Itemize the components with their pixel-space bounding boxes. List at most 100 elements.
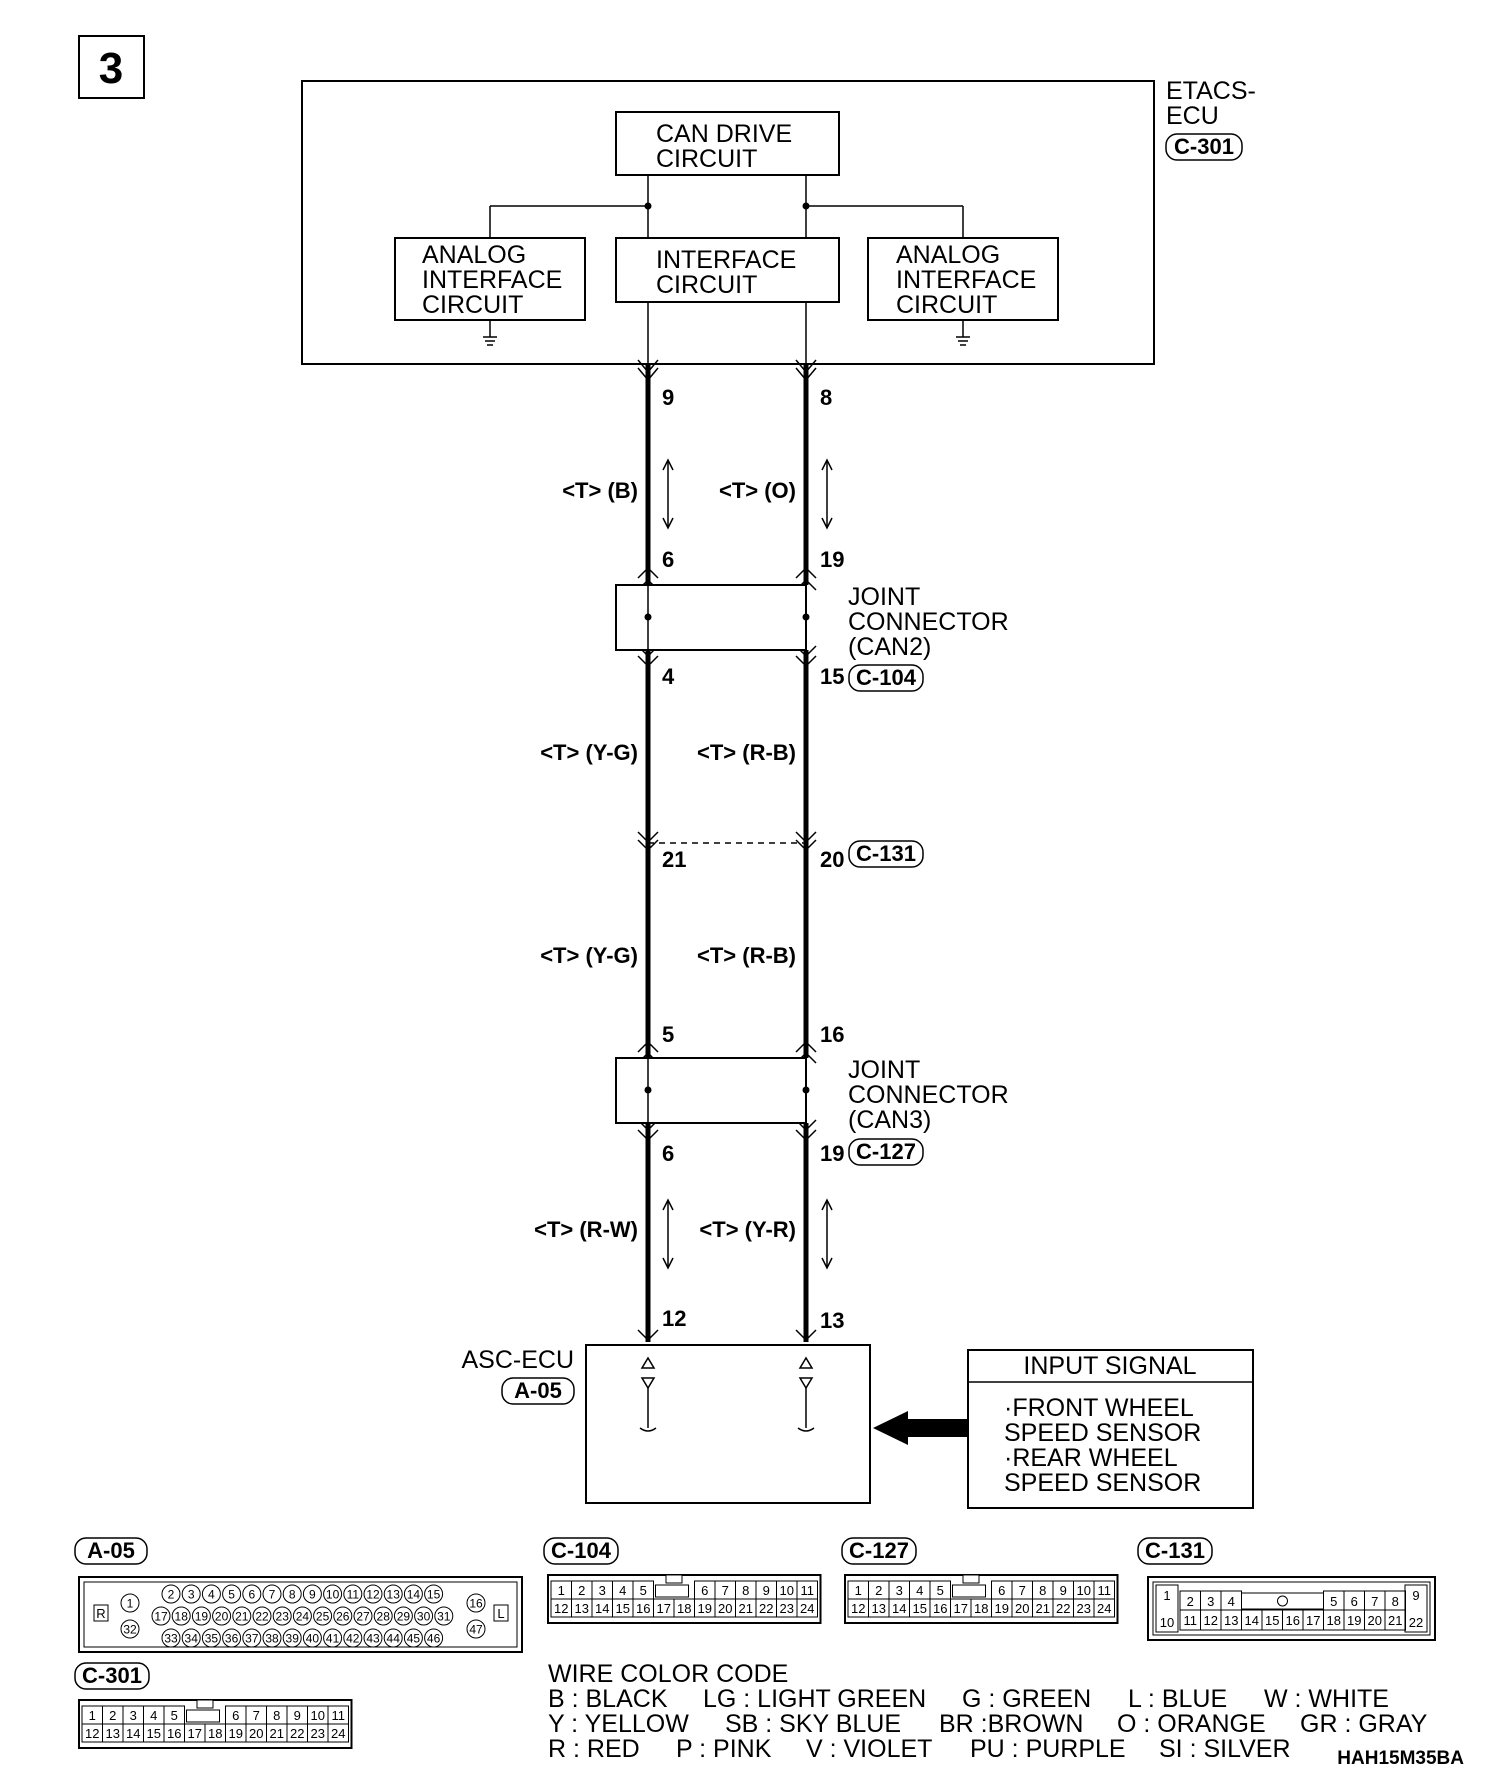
input-arrow-icon [873, 1411, 968, 1445]
connector-pin: 33 [164, 1632, 178, 1646]
svg-text:C-301: C-301 [82, 1663, 142, 1688]
connector-pin: 2 [875, 1583, 882, 1598]
etacs-name-line2: ECU [1166, 102, 1219, 130]
connector-pin: 2 [109, 1708, 116, 1723]
pin-can3-top-right: 16 [820, 1022, 844, 1047]
connector-pin: 8 [742, 1583, 749, 1598]
can3-line1: JOINT [848, 1056, 920, 1084]
pin-asc-right: 13 [820, 1308, 844, 1333]
connector-pin: 13 [1224, 1613, 1238, 1628]
can3-connector-label: C-127 [856, 1139, 916, 1164]
connector-pin: 3 [130, 1708, 137, 1723]
connector-pin: 1 [558, 1583, 565, 1598]
connector-pin: 10 [1077, 1583, 1091, 1598]
c131-connector-badge: C-131 [848, 840, 924, 868]
connector-pin: 41 [326, 1632, 340, 1646]
legend-entry: LG : LIGHT GREEN [703, 1685, 926, 1713]
connector-pin: 16 [469, 1597, 483, 1611]
legend-entry: SB : SKY BLUE [725, 1710, 901, 1738]
ground-icon [956, 320, 970, 346]
can2-connector-label: C-104 [856, 665, 917, 690]
pin-can3-bottom-right: 19 [820, 1141, 844, 1166]
a05-right-mark: L [497, 1606, 504, 1621]
connector-pin: 23 [780, 1601, 794, 1616]
wire-label-seg1-right: <T> (O) [719, 478, 796, 503]
connector-pin: 4 [1228, 1594, 1235, 1609]
legend-row2: Y : YELLOW SB : SKY BLUE BR :BROWN O : O… [548, 1710, 1428, 1738]
svg-text:C-127: C-127 [849, 1538, 909, 1563]
c301-face-badge: C-301 [74, 1662, 150, 1690]
pin-etacs-left: 9 [662, 385, 674, 410]
connector-pin: 20 [718, 1601, 732, 1616]
connector-pin: 10 [780, 1583, 794, 1598]
a05-face-badge: A-05 [74, 1537, 148, 1565]
connector-pin: 14 [1245, 1613, 1259, 1628]
connector-pin: 8 [1039, 1583, 1046, 1598]
etacs-name-line1: ETACS- [1166, 77, 1256, 105]
svg-text:C-104: C-104 [551, 1538, 612, 1563]
connector-pin: 36 [225, 1632, 239, 1646]
connector-pin: 17 [188, 1726, 202, 1741]
connector-pin: 22 [290, 1726, 304, 1741]
svg-text:A-05: A-05 [87, 1538, 135, 1563]
pin-etacs-right: 8 [820, 385, 832, 410]
legend-entry: G : GREEN [962, 1685, 1091, 1713]
connector-pin: 21 [1388, 1613, 1402, 1628]
connector-pin: 7 [253, 1708, 260, 1723]
connector-pin: 1 [1163, 1588, 1170, 1603]
connector-pin: 34 [185, 1632, 199, 1646]
connector-pin: 16 [167, 1726, 181, 1741]
connector-pin: 22 [1409, 1615, 1423, 1630]
pin-can2-bottom-right: 15 [820, 664, 844, 689]
a05-left-mark: R [96, 1606, 105, 1621]
connector-pin: 6 [248, 1588, 255, 1602]
connector-pin: 24 [296, 1610, 310, 1624]
connector-pin: 20 [249, 1726, 263, 1741]
analog-right-line1: ANALOG [896, 241, 1000, 269]
connector-pin: 17 [1306, 1613, 1320, 1628]
pin-can2-top-right: 19 [820, 547, 844, 572]
pin-can2-top-left: 6 [662, 547, 674, 572]
connector-pin: 7 [722, 1583, 729, 1598]
connector-pin: 18 [1327, 1613, 1341, 1628]
connector-pin: 16 [636, 1601, 650, 1616]
bidirectional-arrow-icon [662, 1198, 674, 1270]
connector-pin: 5 [1330, 1594, 1337, 1609]
legend-row3: R : RED P : PINK V : VIOLET PU : PURPLE … [548, 1735, 1291, 1763]
asc-name: ASC-ECU [461, 1346, 574, 1374]
connector-pin: 18 [175, 1610, 189, 1624]
connector-pin: 17 [154, 1610, 168, 1624]
wire-label-seg2-left: <T> (Y-G) [540, 740, 638, 765]
connector-pin: 1 [89, 1708, 96, 1723]
pin-can2-bottom-left: 4 [662, 664, 675, 689]
c104-face-badge: C-104 [543, 1537, 619, 1565]
pin-can3-bottom-left: 6 [662, 1141, 674, 1166]
connector-pin: 24 [1097, 1601, 1111, 1616]
connector-pin: 18 [677, 1601, 691, 1616]
connector-pin: 5 [228, 1588, 235, 1602]
connector-pin: 21 [270, 1726, 284, 1741]
connector-pin: 3 [1207, 1594, 1214, 1609]
input-signal-line4: SPEED SENSOR [1004, 1469, 1201, 1497]
can2-line2: CONNECTOR [848, 608, 1009, 636]
interface-line2: CIRCUIT [656, 271, 757, 299]
bidirectional-arrow-icon [821, 458, 833, 530]
connector-pin: 9 [1060, 1583, 1067, 1598]
connector-pin: 8 [289, 1588, 296, 1602]
connector-pin: 35 [205, 1632, 219, 1646]
connector-pin: 19 [229, 1726, 243, 1741]
connector-pin: 6 [701, 1583, 708, 1598]
can-drive-circuit-box [615, 111, 840, 176]
legend-entry: V : VIOLET [806, 1735, 932, 1763]
ground-icon [483, 320, 497, 346]
connector-pin: 2 [578, 1583, 585, 1598]
connector-pin: 9 [294, 1708, 301, 1723]
legend-entry: B : BLACK [548, 1685, 668, 1713]
joint-connector-can3-box [615, 1057, 807, 1124]
connector-pin: 5 [937, 1583, 944, 1598]
pin-c131-left: 21 [662, 847, 686, 872]
connector-pin: 14 [892, 1601, 906, 1616]
